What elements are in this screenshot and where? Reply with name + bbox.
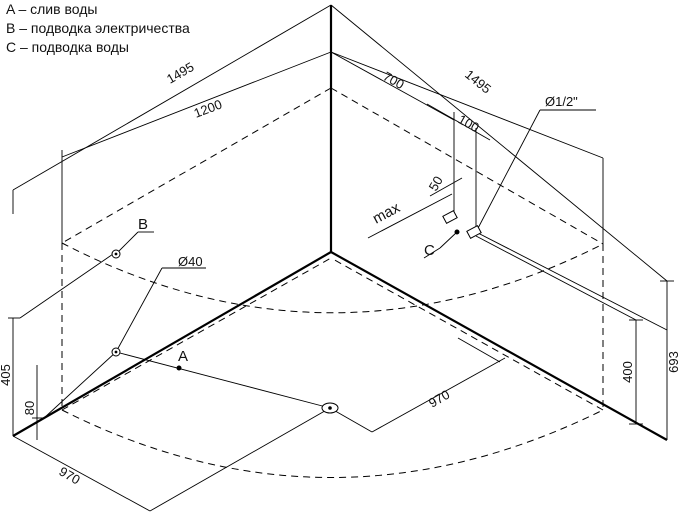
legend-item-drain: A – слив воды [6,1,98,17]
drain-point-icon [176,365,182,371]
left-dimensions [8,231,206,440]
dim-left-height: 405 [0,364,13,386]
dim-inner-left-width: 1200 [192,96,224,120]
dim-front-radius: 970 [426,387,452,411]
dim-pipe-spacing: 100 [456,112,482,136]
dim-top-left-width: 1495 [164,59,197,86]
wall-edges [12,5,668,441]
legend-item-water: C – подводка воды [6,39,129,55]
dim-top-right-width: 1495 [462,67,494,97]
water-pipe-left-icon [442,209,458,225]
legend-item-electric: B – подводка электричества [6,20,190,36]
dim-rim-height: 400 [620,361,635,383]
dim-total-height: 693 [666,351,680,373]
fixtures [111,209,482,414]
water-pipe-right-icon [466,224,482,240]
dim-bottom-depth: 970 [57,464,83,488]
right-floor-edge [330,251,668,441]
dim-pipe-gap: 50 [426,173,446,193]
dim-drain-diameter: Ø40 [178,254,203,269]
marker-c: C [424,242,435,259]
dim-right-offset: 700 [381,69,407,93]
right-dimensions [475,109,674,440]
dim-max-label: max [370,199,403,228]
dim-pipe-diameter: Ø1/2" [545,94,578,109]
left-floor-edge [12,251,332,437]
legend: A – слив воды B – подводка электричества… [6,0,190,57]
tub-outline [61,87,604,478]
dim-drain-height: 80 [22,401,37,415]
marker-a: A [178,348,188,365]
labels: A B C 1495 1200 1495 700 100 50 max Ø1/2… [0,59,680,487]
marker-b: B [138,216,148,233]
bottom-dimensions [12,337,506,512]
top-dimensions [12,4,668,282]
